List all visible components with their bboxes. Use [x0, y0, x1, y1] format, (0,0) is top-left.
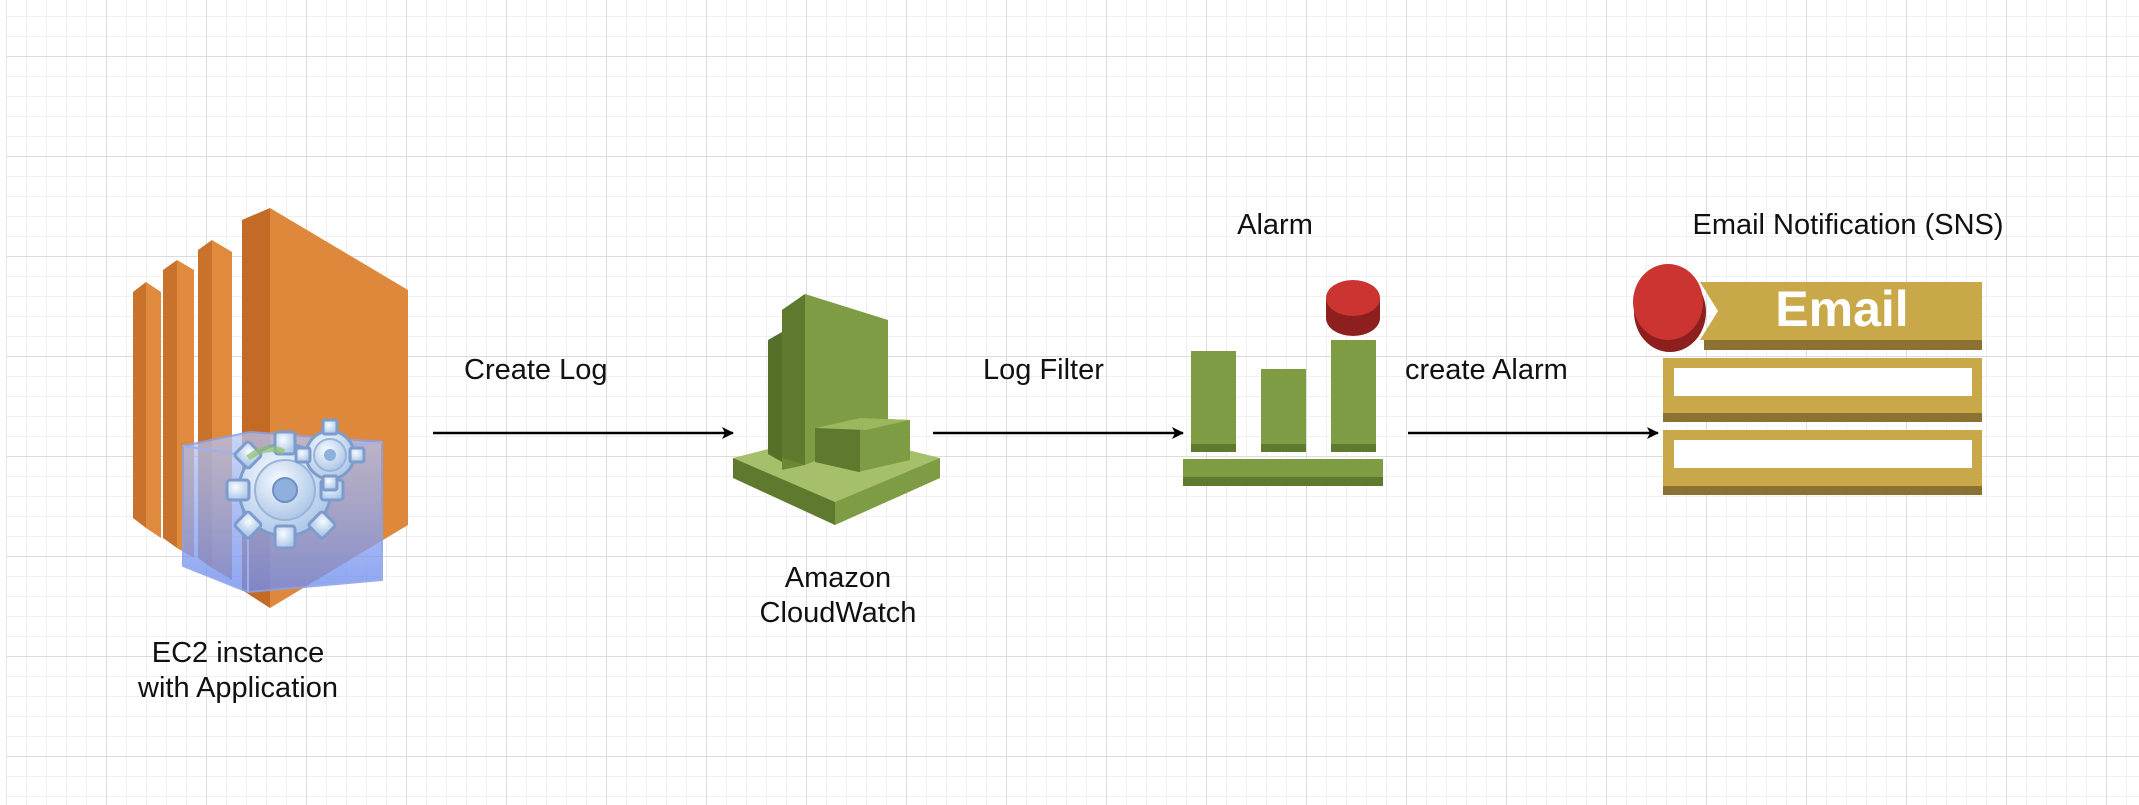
email-badge-text: Email [1775, 281, 1908, 337]
email-notification-icon[interactable]: Email [1633, 264, 1982, 495]
edge-label-create-alarm: create Alarm [1405, 354, 1568, 386]
edge-label-create-log: Create Log [464, 354, 608, 386]
ec2-label-line1: EC2 instance [151, 637, 325, 669]
ec2-label-line2: with Application [138, 672, 338, 704]
cloudwatch-icon[interactable] [733, 294, 940, 525]
alarm-light-icon [1326, 280, 1380, 336]
alarm-title: Alarm [1237, 209, 1313, 241]
edge-label-log-filter: Log Filter [983, 354, 1104, 386]
notification-badge-icon [1633, 264, 1706, 352]
canvas-edge [0, 0, 7, 805]
cloudwatch-label-line1: Amazon [784, 562, 892, 594]
alarm-icon[interactable] [1183, 280, 1383, 486]
cloudwatch-label-line2: CloudWatch [759, 597, 917, 629]
ec2-instance-icon[interactable] [133, 208, 408, 608]
gear-icon [294, 418, 366, 492]
sns-title: Email Notification (SNS) [1692, 209, 2004, 241]
